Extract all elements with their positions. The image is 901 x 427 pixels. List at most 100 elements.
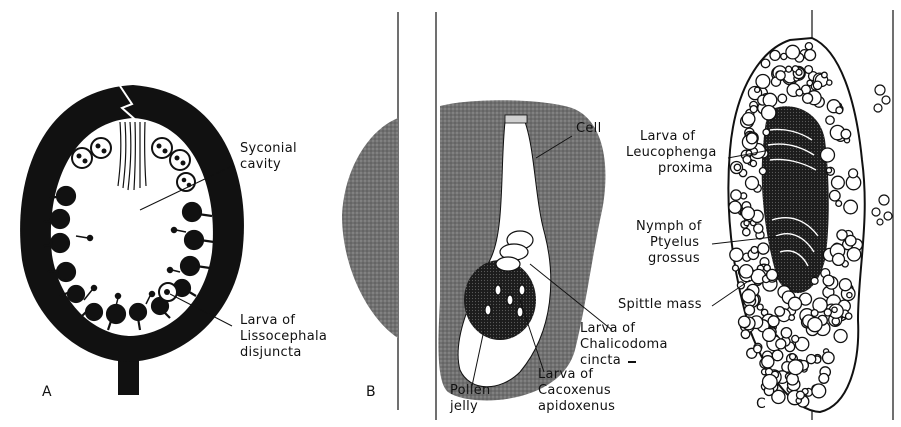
foam-bubble (776, 71, 785, 80)
panel-c-spittle (712, 38, 892, 412)
foam-bubble (758, 243, 769, 254)
foam-bubble (811, 310, 818, 317)
foam-bubble (743, 156, 751, 164)
panel-a-syconium (20, 85, 244, 395)
foam-bubble (789, 297, 802, 310)
foam-bubble (823, 352, 835, 364)
foam-bubble (778, 94, 787, 103)
label-chalicodoma: Chalicodoma (580, 338, 668, 352)
foam-bubble (833, 253, 845, 265)
foam-bubble (844, 200, 858, 214)
foam-bubble (805, 66, 813, 74)
foam-bubble (796, 89, 803, 96)
foam-bubble (786, 45, 800, 59)
foam-bubble (750, 106, 757, 113)
foam-bubble (849, 169, 858, 178)
foam-bubble (832, 176, 845, 189)
label-apidoxenus: apidoxenus (538, 400, 615, 414)
foam-bubble (812, 384, 826, 398)
foam-bubble (759, 168, 766, 175)
foam-bubble (790, 354, 796, 360)
foam-bubble (797, 391, 805, 399)
foam-bubble (788, 360, 803, 375)
label-disjuncta: disjuncta (240, 346, 302, 360)
foam-bubble (807, 355, 816, 364)
foam-bubble (742, 207, 755, 220)
foam-bubble (740, 265, 753, 278)
foam-bubble (847, 248, 860, 261)
label-spittle-mass: Spittle mass (618, 298, 702, 312)
foam-bubble (763, 328, 776, 341)
foam-bubble (826, 116, 834, 124)
foam-bubble (768, 316, 779, 327)
foam-bubble (819, 374, 829, 384)
foam-bubble (826, 168, 831, 173)
label-cacoxenus: Cacoxenus (538, 384, 611, 398)
label-cell: Cell (576, 122, 602, 136)
foam-bubble (824, 309, 831, 316)
foam-bubble (827, 80, 832, 85)
foam-bubble (834, 330, 847, 343)
label-leuco-larva-of: Larva of (640, 130, 695, 144)
label-ptyelus: Ptyelus (650, 236, 699, 250)
foam-bubble (733, 265, 739, 271)
label-lissocephala: Lissocephala (240, 330, 327, 344)
foam-bubble (803, 93, 813, 103)
foam-bubble (730, 248, 743, 261)
label-cac-larva-of: Larva of (538, 368, 593, 382)
foam-bubble (830, 190, 841, 201)
foam-bubble (775, 307, 785, 317)
foam-bubble (796, 69, 802, 75)
label-proxima: proxima (658, 162, 713, 176)
foam-bubble (744, 221, 749, 226)
foam-bubble (742, 113, 755, 126)
foam-bubble (767, 269, 778, 280)
label-chal-larva-of: Larva of (580, 322, 635, 336)
foam-bubble (786, 66, 792, 72)
foam-bubble (836, 201, 842, 207)
foam-bubble (770, 50, 780, 60)
foam-bubble (739, 316, 751, 328)
foam-bubble (839, 279, 851, 291)
foam-bubble (763, 93, 777, 107)
foam-bubble (832, 307, 837, 312)
label-cavity: cavity (240, 158, 281, 172)
foam-bubble (836, 107, 843, 114)
panel-c-letter: C (756, 396, 766, 412)
foam-bubble (741, 330, 750, 339)
label-nymph-of: Nymph of (636, 220, 702, 234)
label-pollen: Pollen (450, 384, 491, 398)
foam-bubble (747, 133, 758, 144)
foam-bubble (822, 72, 828, 78)
foam-bubble (729, 201, 741, 213)
foam-bubble (745, 305, 755, 315)
foam-bubble (813, 81, 821, 89)
foam-bubble (841, 129, 851, 139)
foam-bubble (755, 87, 760, 92)
foam-bubble (811, 277, 818, 284)
foam-bubble (762, 356, 774, 368)
foam-bubble (746, 150, 752, 156)
panel-b-letter: B (366, 384, 376, 400)
foam-bubble (763, 375, 778, 390)
foam-bubble (805, 50, 816, 61)
label-cincta: cincta (580, 354, 621, 368)
foam-bubble (754, 345, 762, 353)
foam-bubble (823, 275, 834, 286)
foam-bubble (761, 59, 770, 68)
foam-bubble (808, 318, 822, 332)
label-jelly: jelly (450, 400, 478, 414)
foam-bubble (743, 228, 750, 235)
foam-bubble (756, 75, 770, 89)
foam-bubble (751, 247, 758, 254)
label-leucophenga: Leucophenga (626, 146, 717, 160)
foam-bubble (847, 293, 852, 298)
foam-bubble (734, 164, 740, 170)
foam-bubble (750, 160, 756, 166)
foam-bubble (762, 106, 776, 120)
label-larva-of: Larva of (240, 314, 295, 328)
foam-bubble (805, 43, 812, 50)
foam-bubble (776, 339, 786, 349)
